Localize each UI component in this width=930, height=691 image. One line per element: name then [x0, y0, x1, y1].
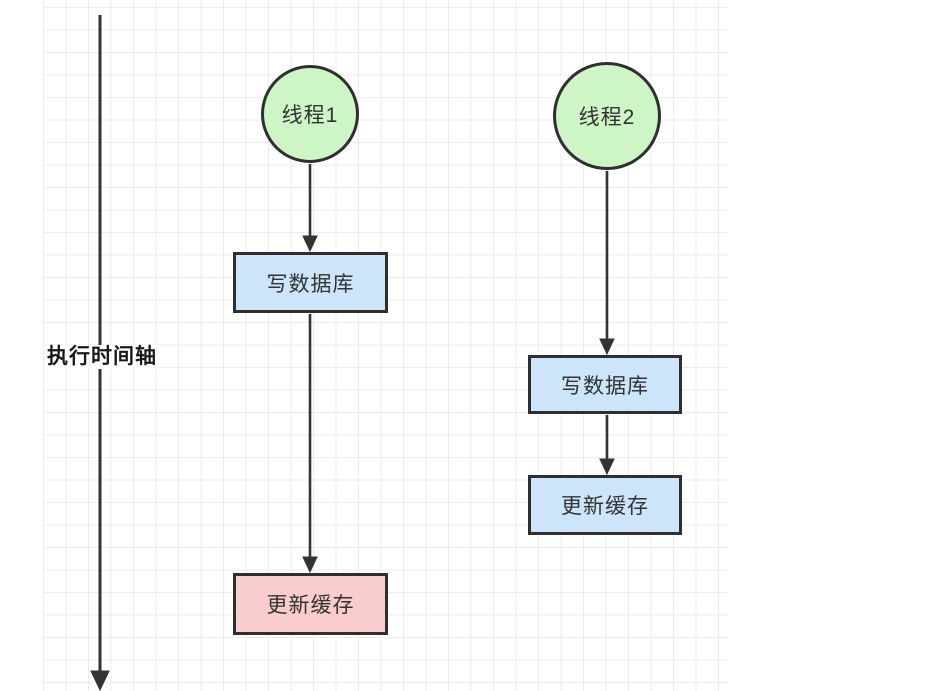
thread1-start-circle: 线程1	[261, 65, 359, 163]
thread1-write-db-box: 写数据库	[233, 252, 388, 313]
thread2-start-circle: 线程2	[553, 62, 661, 170]
timeline-axis-label: 执行时间轴	[45, 345, 159, 369]
thread2-write-db-box: 写数据库	[528, 355, 682, 414]
timeline-axis-arrowhead	[90, 670, 110, 691]
thread2-update-cache-box: 更新缓存	[528, 475, 682, 535]
thread2-update-cache-label: 更新缓存	[561, 495, 649, 518]
thread1-write-db-label: 写数据库	[266, 272, 355, 296]
thread1-arrow-to-db-head	[302, 235, 318, 253]
thread1-label: 线程1	[281, 104, 339, 127]
thread1-arrow-to-cache-head	[302, 556, 318, 574]
thread1-update-cache-box: 更新缓存	[233, 573, 388, 635]
thread2-write-db-label: 写数据库	[561, 374, 649, 398]
thread1-update-cache-label: 更新缓存	[266, 594, 355, 617]
thread2-arrow-to-db-head	[599, 338, 615, 356]
thread2-arrow-to-cache-head	[599, 458, 615, 476]
thread2-label: 线程2	[578, 106, 636, 129]
